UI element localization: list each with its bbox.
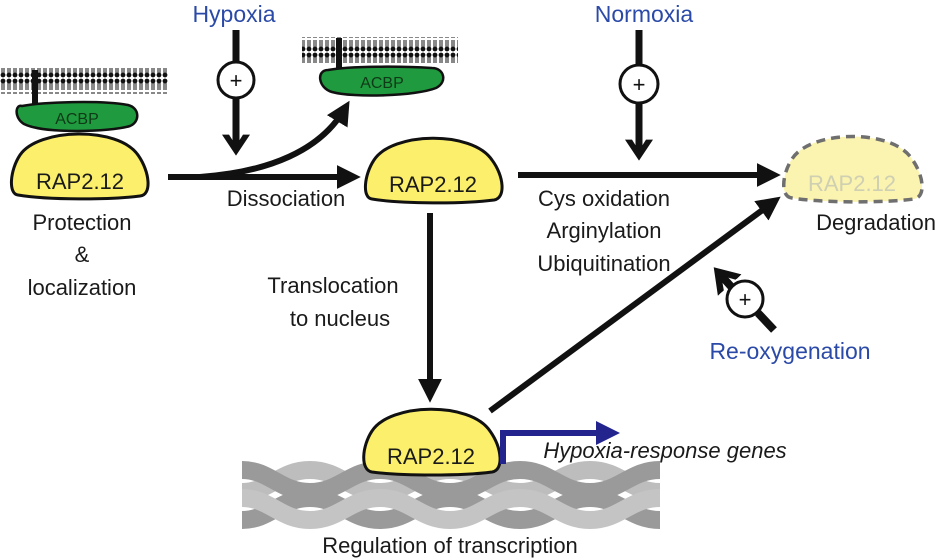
transcription-label: Regulation of transcription [322,533,578,558]
svg-text:+: + [633,72,646,97]
membrane-top [302,37,458,63]
svg-text:+: + [230,68,243,93]
cys-oxidation-label: Cys oxidation [538,186,670,211]
ubiquitination-label: Ubiquitination [537,251,670,276]
acbp-label-left: ACBP [55,111,99,128]
rap212-protein-left: RAP2.12 [10,132,150,201]
acbp-anchored-left: ACBP [15,70,139,133]
rap212-label-left: RAP2.12 [36,169,124,194]
rap212-label-center: RAP2.12 [389,172,477,197]
dissociation-arrow [168,100,361,189]
hypoxia-label: Hypoxia [192,1,275,27]
rap212-protein-degraded: RAP2.12 [782,134,924,204]
rap212-protein-center: RAP2.12 [364,136,504,205]
plus-icon-normoxia: + [618,63,660,105]
membrane-left [0,68,168,94]
protection-label: Protection [32,210,131,235]
normoxia-label: Normoxia [595,1,694,27]
ampersand-label: & [75,242,90,267]
dna-helix [241,460,661,530]
hypoxia-response-genes-label: Hypoxia-response genes [543,438,786,463]
degradation-label: Degradation [816,210,936,235]
localization-label: localization [28,275,137,300]
rap212-label-nuclear: RAP2.12 [387,444,475,469]
acbp-label-top: ACBP [360,75,404,92]
arginylation-label: Arginylation [547,218,662,243]
dissociation-label: Dissociation [227,186,346,211]
nuclear-degradation-arrow [488,196,781,414]
svg-text:+: + [739,287,752,312]
plus-icon-reoxygenation: + [725,279,765,319]
acbp-anchored-top: ACBP [319,38,445,97]
rap212-label-degraded: RAP2.12 [808,171,896,196]
to-nucleus-label: to nucleus [290,306,390,331]
rap212-protein-nuclear: RAP2.12 [362,407,502,477]
plus-icon-hypoxia: + [216,60,256,100]
translocation-label: Translocation [267,273,398,298]
gene-activation-arrow [500,421,620,464]
reoxygenation-label: Re-oxygenation [709,338,870,364]
